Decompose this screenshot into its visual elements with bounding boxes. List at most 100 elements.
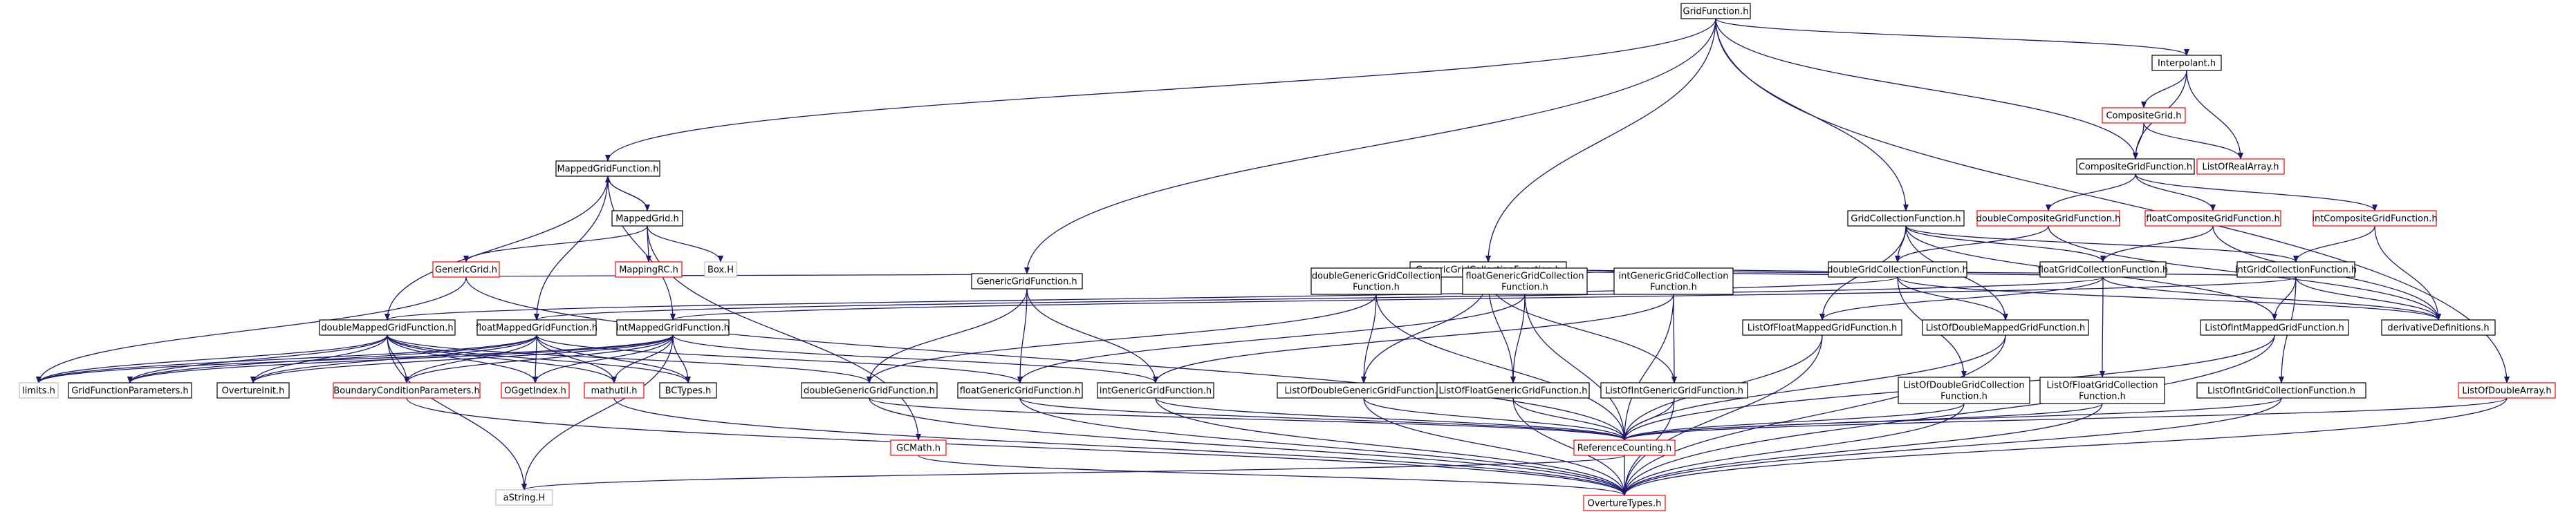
node-box: [611, 210, 683, 227]
node-label: Function.h: [1501, 283, 1548, 293]
node-doublegcf[interactable]: doubleGridCollectionFunction.h: [1827, 261, 1968, 278]
edge-doublemappedgf-to-mathutil: [387, 334, 617, 383]
node-box: [2102, 107, 2186, 124]
node-gcmath[interactable]: GCMath.h: [890, 439, 947, 456]
node-box: [659, 382, 717, 399]
node-label: MappingRC.h: [619, 265, 678, 276]
edge-doublegenericgcf-to-listdoublegenericgf: [1361, 294, 1377, 383]
node-mappedgridfunction[interactable]: MappedGridFunction.h: [555, 160, 660, 177]
node-referencecounting[interactable]: ReferenceCounting.h: [1573, 439, 1676, 456]
node-box: [1976, 210, 2120, 227]
edge-intgenericgf-to-referencecounting: [1155, 397, 1627, 441]
edge-listdoublegenericgf-to-overturetypes: [1363, 397, 1627, 496]
edge-floatgenericgcf-to-referencecounting: [1524, 294, 1627, 441]
edge-gridfunction-to-mappedgridfunction: [605, 18, 1716, 162]
node-box: [216, 382, 290, 399]
node-floatgenericgf[interactable]: floatGenericGridFunction.h: [957, 382, 1083, 399]
edge-doublemappedgf-to-doublegenericgf: [387, 334, 872, 383]
node-overtureinit[interactable]: OvertureInit.h: [216, 382, 290, 399]
edge-listdoublegcf-to-overturetypes: [1622, 403, 1965, 496]
node-label: GridFunctionParameters.h: [71, 386, 188, 397]
node-label: Interpolant.h: [2158, 59, 2216, 69]
edge-gcmath-to-overturetypes: [918, 455, 1627, 496]
node-label: doubleGridCollectionFunction.h: [1827, 265, 1968, 276]
node-mappedgrid[interactable]: MappedGrid.h: [611, 210, 683, 227]
node-ogetindex[interactable]: OGgetIndex.h: [501, 382, 570, 399]
node-overturetypes[interactable]: OvertureTypes.h: [1583, 495, 1666, 511]
node-box: [2200, 319, 2349, 336]
node-gfparams[interactable]: GridFunctionParameters.h: [68, 382, 192, 399]
edge-intmappedgf-to-limits: [36, 334, 674, 383]
node-label: OvertureTypes.h: [1588, 499, 1662, 509]
node-cgf[interactable]: CompositeGridFunction.h: [2076, 158, 2195, 175]
node-label: floatGridCollectionFunction.h: [2038, 265, 2168, 276]
node-listfloatgenericgf[interactable]: ListOfFloatGenericGridFunction.h: [1436, 382, 1590, 399]
node-box: [584, 382, 645, 399]
node-box: [1680, 3, 1751, 19]
node-box: [2381, 319, 2496, 336]
edge-mappedgrid-to-mappedgridfunction: [605, 176, 648, 211]
edge-listdoublemappedgf-to-overturetypes: [1622, 334, 2006, 496]
node-box[interactable]: Box.H: [704, 261, 737, 278]
node-label: ListOfDoubleGenericGridFunction.h: [1285, 386, 1443, 397]
node-mathutil[interactable]: mathutil.h: [584, 382, 645, 399]
node-box: [1573, 439, 1676, 456]
node-floatgcf[interactable]: floatGridCollectionFunction.h: [2038, 261, 2168, 278]
node-label: ListOfFloatGenericGridFunction.h: [1438, 386, 1587, 397]
edge-mappedgridfunction-to-intmappedgf: [607, 176, 676, 321]
node-listdoublearray[interactable]: ListOfDoubleArray.h: [2458, 382, 2556, 399]
edge-cgf-to-doublecgf: [2046, 173, 2136, 211]
edge-doublegenericgf-to-overturetypes: [869, 397, 1627, 496]
node-genericgrid[interactable]: GenericGrid.h: [432, 261, 500, 278]
node-doublegenericgf[interactable]: doubleGenericGridFunction.h: [801, 382, 938, 399]
edge-doublegenericgf-to-referencecounting: [869, 397, 1627, 441]
node-interpolant[interactable]: Interpolant.h: [2151, 55, 2222, 71]
node-derivdefs[interactable]: derivativeDefinitions.h: [2381, 319, 2496, 336]
node-box: [2313, 210, 2437, 227]
node-listrealarray[interactable]: ListOfRealArray.h: [2196, 158, 2285, 175]
edge-listdoublearray-to-overturetypes: [1622, 397, 2508, 496]
node-label: BCTypes.h: [665, 386, 712, 397]
edge-gcf-to-doublegcf: [1895, 225, 1907, 263]
edge-doublemappedgf-to-limits: [36, 334, 388, 383]
node-intgenericgf[interactable]: intGenericGridFunction.h: [1097, 382, 1214, 399]
edge-compositegrid-to-cgf: [2133, 122, 2144, 160]
node-gcf[interactable]: GridCollectionFunction.h: [1847, 210, 1965, 227]
edge-floatgenericgf-to-referencecounting: [1019, 397, 1627, 441]
node-listintgcf[interactable]: ListOfIntGridCollectionFunction.h: [2196, 382, 2366, 399]
node-listintmappedgf[interactable]: ListOfIntMappedGridFunction.h: [2200, 319, 2349, 336]
node-mappingrc[interactable]: MappingRC.h: [615, 261, 683, 278]
node-listdoublegenericgf[interactable]: ListOfDoubleGenericGridFunction.h: [1277, 382, 1451, 399]
node-listdoublemappedgf[interactable]: ListOfDoubleMappedGridFunction.h: [1922, 319, 2089, 336]
node-intmappedgf[interactable]: intMappedGridFunction.h: [616, 319, 730, 336]
node-label: ListOfRealArray.h: [2202, 162, 2279, 173]
edge-genericgf-to-intgenericgf: [1026, 288, 1158, 383]
node-floatcgf[interactable]: floatCompositeGridFunction.h: [2144, 210, 2281, 227]
node-doublecgf[interactable]: doubleCompositeGridFunction.h: [1976, 210, 2121, 227]
node-compositegrid[interactable]: CompositeGrid.h: [2102, 107, 2186, 124]
node-box: [971, 273, 1083, 290]
edge-genericgcf-to-listdoublegenericgf: [1361, 276, 1489, 383]
edge-cgf-to-intcgf: [2135, 173, 2378, 211]
node-floatmappedgf[interactable]: floatMappedGridFunction.h: [476, 319, 597, 336]
node-box: [501, 382, 570, 399]
edge-listdoublearray-to-referencecounting: [1622, 397, 2508, 441]
node-bctypes[interactable]: BCTypes.h: [659, 382, 717, 399]
node-intcgf[interactable]: intCompositeGridFunction.h: [2312, 210, 2438, 227]
node-listintgenericgf[interactable]: ListOfIntGenericGridFunction.h: [1600, 382, 1748, 399]
node-gridfunction: GridFunction.h: [1680, 3, 1751, 19]
node-listfloatmappedgf[interactable]: ListOfFloatMappedGridFunction.h: [1742, 319, 1902, 336]
node-bcparams[interactable]: BoundaryConditionParameters.h: [333, 382, 481, 399]
node-genericgf[interactable]: GenericGridFunction.h: [971, 273, 1083, 290]
node-astring[interactable]: aString.H: [495, 489, 553, 506]
node-label: intCompositeGridFunction.h: [2312, 214, 2437, 225]
node-intgcf[interactable]: intGridCollectionFunction.h: [2235, 261, 2357, 278]
edge-listdoublegenericgf-to-referencecounting: [1363, 397, 1627, 441]
node-limits[interactable]: limits.h: [19, 382, 59, 399]
node-doublemappedgf[interactable]: doubleMappedGridFunction.h: [319, 319, 456, 336]
